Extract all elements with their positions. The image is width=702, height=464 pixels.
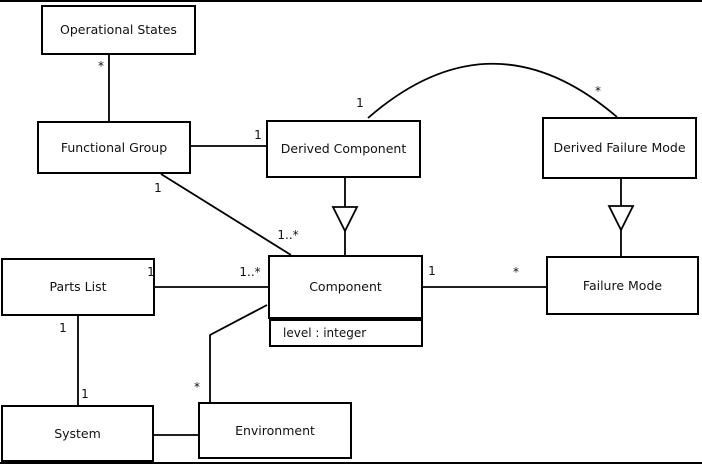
multiplicity-pl-sys-one-top: 1 — [59, 321, 67, 335]
class-derived-failure-mode[interactable]: Derived Failure Mode — [542, 117, 697, 179]
multiplicity-os-fg-star: * — [98, 59, 104, 73]
class-derived-component[interactable]: Derived Component — [266, 120, 421, 178]
multiplicity-env-comp-star: * — [194, 380, 200, 394]
connector-functional-group-component — [160, 173, 292, 256]
class-name-label: Failure Mode — [582, 277, 663, 293]
class-name-label: Functional Group — [60, 139, 168, 155]
multiplicity-pl-comp-one: 1 — [147, 265, 155, 279]
multiplicity-pl-sys-one-bottom: 1 — [81, 387, 89, 401]
connector-environment-component — [209, 304, 268, 402]
class-name-label: Operational States — [60, 22, 177, 38]
class-component[interactable]: Component — [268, 255, 423, 319]
multiplicity-dfm-arc-star: * — [595, 84, 601, 98]
generalization-derived-failure-mode-failure-mode — [607, 179, 635, 256]
multiplicity-fg-dc-one: 1 — [254, 128, 262, 142]
class-name-label: Environment — [235, 422, 315, 438]
multiplicity-comp-fm-star: * — [513, 265, 519, 279]
class-name-label: Derived Failure Mode — [553, 140, 686, 156]
class-functional-group[interactable]: Functional Group — [37, 121, 191, 174]
multiplicity-fg-comp-one: 1 — [154, 181, 162, 195]
class-name-label: Parts List — [49, 279, 107, 295]
class-failure-mode[interactable]: Failure Mode — [546, 256, 699, 315]
class-parts-list[interactable]: Parts List — [1, 258, 155, 316]
class-operational-states[interactable]: Operational States — [41, 5, 196, 55]
class-name-label: Component — [309, 279, 382, 295]
class-system[interactable]: System — [1, 405, 154, 462]
class-environment[interactable]: Environment — [198, 402, 352, 459]
class-name-label: Derived Component — [280, 141, 407, 157]
class-component-attributes[interactable]: level : integer — [269, 319, 423, 347]
attribute-label: level : integer — [283, 326, 367, 340]
class-name-label: System — [54, 425, 101, 441]
generalization-derived-component-component — [331, 178, 359, 255]
multiplicity-pl-comp-many: 1..* — [239, 265, 261, 279]
generalization-triangle-icon — [607, 205, 635, 233]
generalization-triangle-icon — [331, 206, 359, 234]
multiplicity-comp-fm-one: 1 — [428, 264, 436, 278]
connector-derived-component-derived-failure-mode-arc — [367, 62, 618, 119]
multiplicity-dc-arc-one: 1 — [356, 96, 364, 110]
multiplicity-fg-comp-many: 1..* — [277, 228, 299, 242]
